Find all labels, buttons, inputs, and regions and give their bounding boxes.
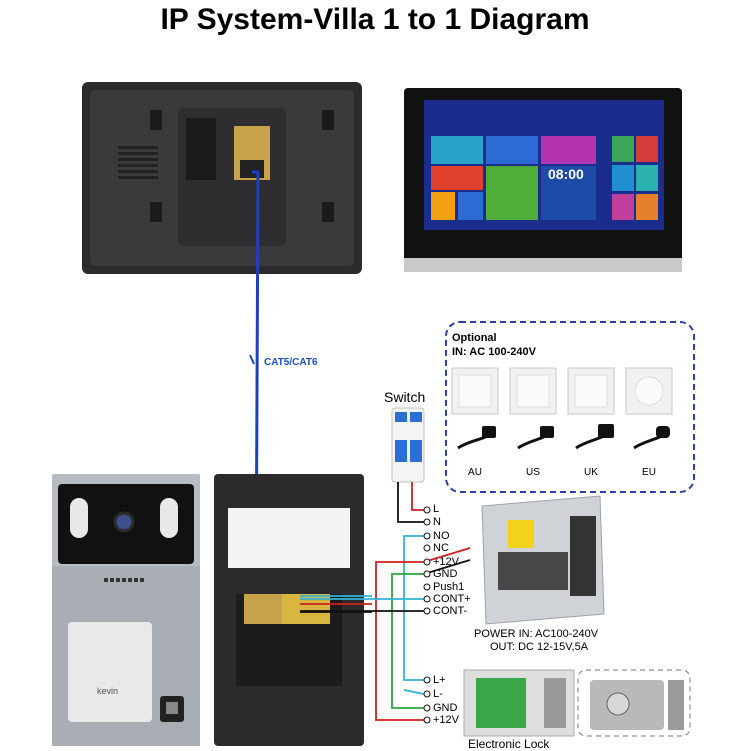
optional-title: Optional	[452, 332, 497, 344]
lock-label: Electronic Lock	[468, 737, 550, 751]
cable-label: CAT5/CAT6	[264, 357, 318, 368]
terminal-cont-minus: CONT-	[433, 605, 468, 617]
psu-line1: POWER IN: AC100-240V	[474, 628, 599, 640]
terminal-12v: +12V	[433, 556, 459, 568]
plug-label-eu: EU	[642, 467, 656, 478]
socket-eu	[625, 367, 673, 415]
socket-au	[451, 367, 499, 415]
door-station-back	[214, 474, 364, 746]
plug-label-uk: UK	[584, 467, 598, 478]
optional-box	[445, 321, 695, 493]
terminal-gnd: GND	[433, 568, 458, 580]
terminal-cont-plus: CONT+	[433, 593, 471, 605]
terminal-push1: Push1	[433, 581, 465, 593]
terminal-n: N	[433, 516, 441, 528]
terminal-lock-gnd: GND	[433, 702, 458, 714]
monitor-clock: 08:00	[548, 166, 584, 182]
terminal-l: L	[433, 503, 440, 515]
terminal-lplus: L+	[433, 674, 446, 686]
optional-input: IN: AC 100-240V	[452, 346, 536, 358]
cat-cable	[249, 170, 260, 611]
socket-uk	[567, 367, 615, 415]
brand-label: kevin	[97, 686, 119, 696]
terminal-nc: NC	[433, 542, 449, 554]
wiring	[300, 482, 471, 721]
terminal-lminus: L-	[433, 688, 443, 700]
switch-label: Switch	[384, 389, 426, 405]
monitor-front	[404, 88, 682, 272]
power-supply	[481, 495, 605, 625]
terminal-points	[423, 506, 431, 724]
electronic-lock	[463, 669, 691, 737]
diagram-title: IP System-Villa 1 to 1 Diagram	[160, 3, 590, 36]
plug-label-us: US	[526, 467, 540, 478]
psu-line2: OUT: DC 12-15V,5A	[490, 641, 589, 653]
plug-label-au: AU	[468, 467, 482, 478]
socket-us	[509, 367, 557, 415]
monitor-back	[82, 82, 362, 274]
breaker-switch	[391, 407, 425, 483]
door-station	[52, 474, 200, 746]
terminal-no: NO	[433, 530, 450, 542]
terminal-lock-12v: +12V	[433, 714, 459, 726]
